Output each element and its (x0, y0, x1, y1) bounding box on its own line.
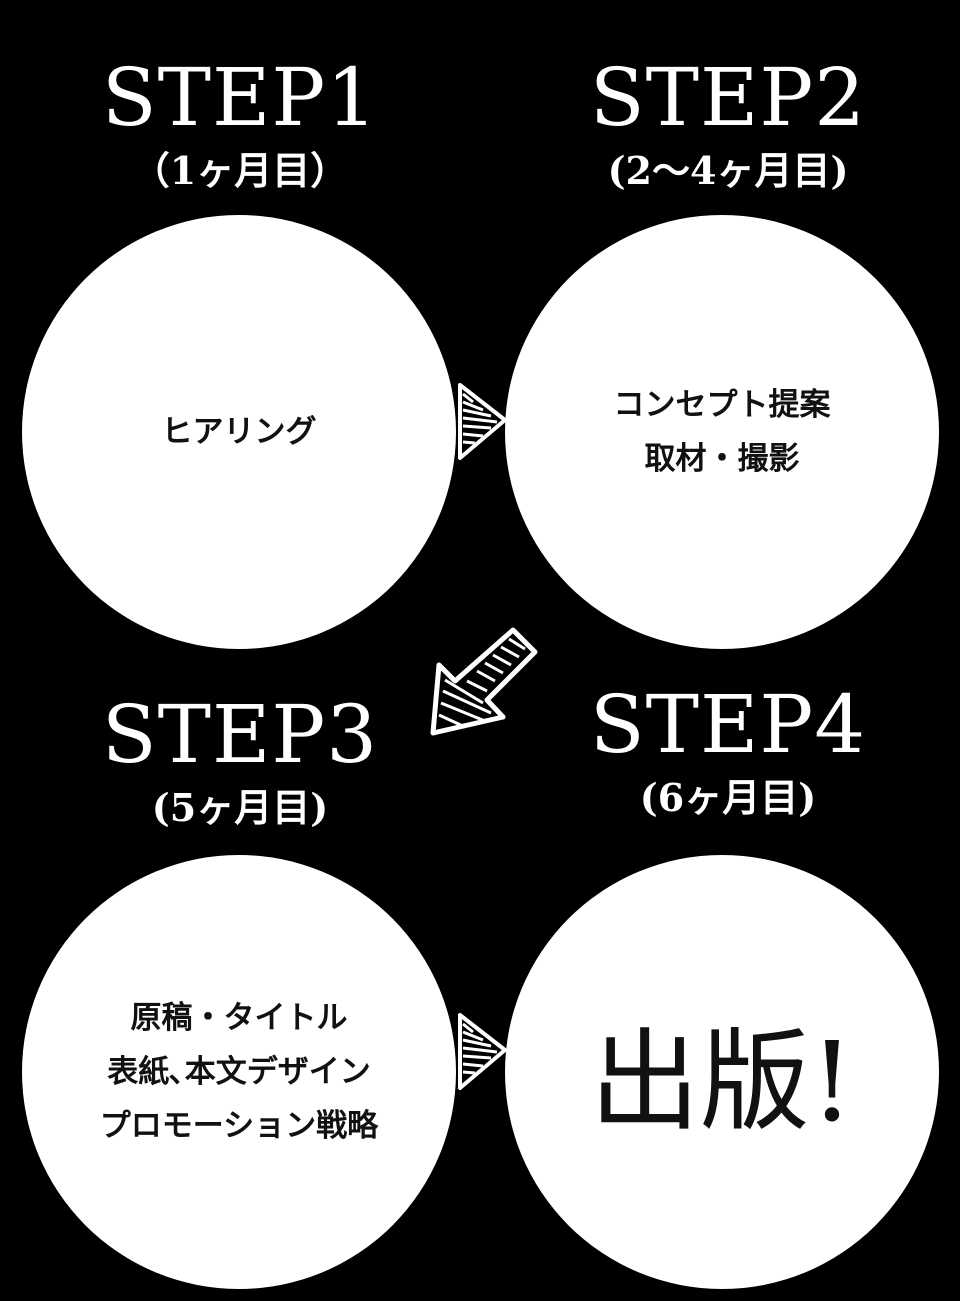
arrow-right-icon (458, 383, 507, 460)
step2-period: (2〜4ヶ月目) (607, 148, 849, 193)
step4-header: STEP4 (6ヶ月目) (518, 685, 938, 817)
step1-line: ヒアリング (161, 413, 317, 450)
step4-line: 出版! (589, 1018, 855, 1146)
step2-line: コンセプト提案 (613, 386, 831, 423)
step3-line: プロモーション戦略 (99, 1108, 379, 1145)
step1-circle: ヒアリング (22, 215, 456, 649)
step3-period: (5ヶ月目) (151, 785, 329, 830)
step2-circle: コンセプト提案 取材・撮影 (505, 215, 939, 649)
step1-header: STEP1 （1ヶ月目） (30, 58, 450, 190)
step3-circle: 原稿・タイトル 表紙､本文デザイン プロモーション戦略 (22, 855, 456, 1289)
step3-title: STEP3 (101, 688, 379, 781)
arrow-down-left-icon (430, 627, 538, 736)
step3-header: STEP3 (5ヶ月目) (30, 695, 450, 827)
step3-line: 原稿・タイトル (130, 999, 348, 1036)
step1-period: （1ヶ月目） (131, 148, 349, 193)
step3-line: 表紙､本文デザイン (107, 1053, 371, 1090)
step4-circle: 出版! (505, 855, 939, 1289)
step2-title: STEP2 (589, 51, 867, 144)
arrow-right-icon (458, 1013, 507, 1090)
step2-line: 取材・撮影 (644, 441, 800, 477)
step4-title: STEP4 (589, 678, 867, 771)
step1-title: STEP1 (101, 51, 379, 144)
step4-period: (6ヶ月目) (639, 775, 817, 820)
step2-header: STEP2 (2〜4ヶ月目) (518, 58, 938, 190)
